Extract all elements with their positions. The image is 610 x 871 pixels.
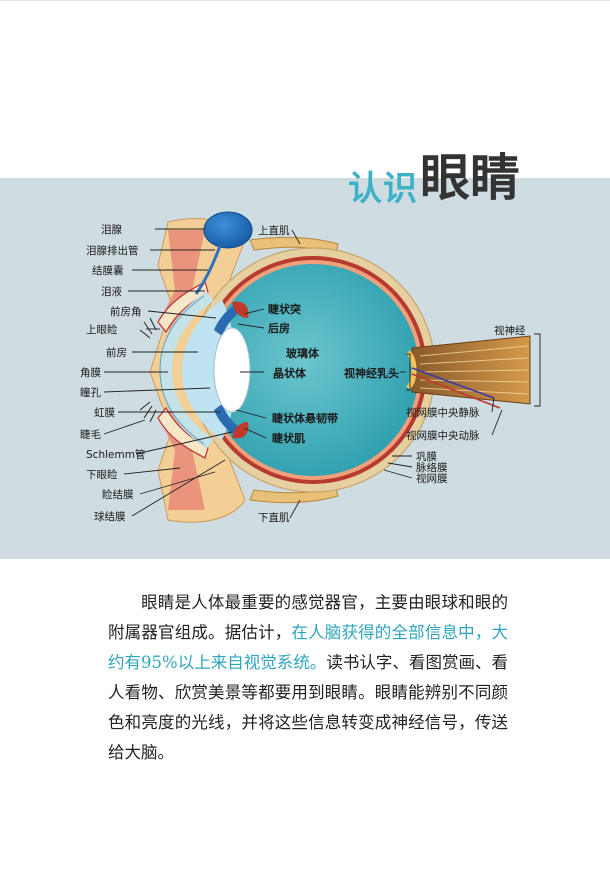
label-lacrimal-duct: 泪腺排出管 — [86, 244, 139, 257]
label-sclera: 巩膜 — [416, 451, 437, 463]
body-paragraph: 眼睛是人体最重要的感觉器官，主要由眼球和眼的附属器官组成。据估计，在人脑获得的全… — [108, 588, 508, 768]
lacrimal-gland — [203, 211, 253, 249]
label-schlemm: Schlemm管 — [86, 448, 145, 461]
label-retina: 视网膜 — [416, 472, 448, 485]
top-border — [0, 0, 610, 1]
iris-lower — [214, 404, 240, 436]
cornea-edge — [159, 295, 205, 445]
label-central-vein: 视网膜中央静脉 — [406, 406, 480, 419]
label-conjunctival-sac: 结膜囊 — [92, 264, 124, 277]
left-leaders — [103, 228, 233, 517]
label-cornea: 角膜 — [80, 367, 101, 379]
central-artery — [411, 373, 501, 409]
central-vein — [411, 367, 495, 399]
label-tears: 泪液 — [101, 285, 122, 298]
label-zonule: 睫状体悬韧带 — [272, 411, 338, 425]
cornea-shape — [159, 291, 214, 449]
label-anterior-chamber-left: 前房 — [106, 346, 127, 359]
label-lens: 晶状体 — [273, 366, 307, 380]
title-big: 眼睛 — [420, 149, 520, 207]
label-choroid: 脉络膜 — [416, 461, 448, 474]
label-anterior-angle: 前房角 — [110, 305, 142, 318]
label-lacrimal-gland: 泪腺 — [101, 223, 122, 236]
label-vitreous: 玻璃体 — [286, 346, 320, 360]
ciliary-body-lower — [232, 422, 249, 439]
label-palpebral-conj: 睑结膜 — [102, 488, 134, 501]
lens — [213, 327, 251, 413]
label-pupil: 瞳孔 — [80, 386, 101, 399]
right-leaders — [235, 229, 541, 519]
page-title: 认识 眼睛 — [348, 140, 520, 210]
label-inferior-rectus: 下直肌 — [258, 511, 290, 524]
label-optic-nerve: 视神经 — [494, 324, 526, 337]
upper-tarsal — [157, 281, 209, 334]
lower-tarsal — [157, 406, 209, 459]
eyelash-upper — [139, 317, 157, 339]
label-lower-eyelid: 下眼睑 — [86, 468, 118, 481]
title-small: 认识 — [348, 169, 418, 209]
lacrimal-duct — [194, 245, 222, 295]
label-bulbar-conj: 球结膜 — [94, 510, 126, 523]
body-text-part2: 读书认字、看图赏画、看人看物、欣赏美景等都要用到眼睛。眼睛能辨别不同颜色和亮度的… — [108, 653, 509, 762]
label-posterior-chamber: 后房 — [268, 321, 290, 335]
label-optic-disc: 视神经乳头 — [344, 366, 399, 380]
label-eyelash: 睫毛 — [80, 429, 101, 441]
body-text-highlight: 在人脑获得的全部信息中，大约有95%以上来自视觉系统。 — [108, 623, 509, 672]
label-ciliary-process: 睫状突 — [268, 302, 301, 316]
body-text-part1: 眼睛是人体最重要的感觉器官，主要由眼球和眼的附属器官组成。据估计， — [108, 593, 508, 642]
label-central-artery: 视网膜中央动脉 — [406, 429, 480, 442]
label-superior-rectus: 上直肌 — [258, 224, 290, 237]
label-upper-eyelid: 上眼睑 — [86, 323, 118, 336]
vitreous-body — [207, 264, 419, 476]
label-ciliary-muscle: 睫状肌 — [272, 431, 305, 445]
label-iris: 虹膜 — [94, 407, 115, 419]
iris-upper — [214, 304, 240, 336]
